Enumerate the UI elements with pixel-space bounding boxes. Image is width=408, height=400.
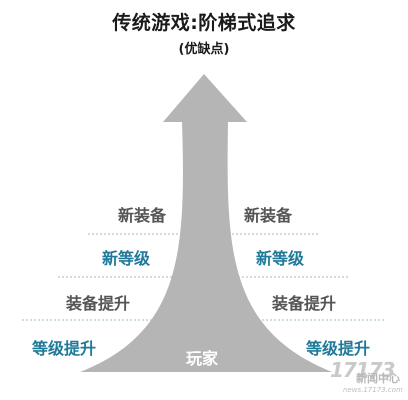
diagram-subtitle: (优缺点)	[178, 42, 230, 57]
right-tier-new-equipment: 新装备	[244, 206, 293, 225]
right-tier-level-upgrade: 等级提升	[306, 339, 371, 358]
watermark-text: 新闻中心	[356, 372, 400, 385]
left-tier-equipment-upgrade: 装备提升	[66, 294, 131, 313]
watermark-logo: 17173	[330, 358, 396, 382]
upward-arrow	[80, 74, 332, 372]
left-tier-new-equipment: 新装备	[118, 206, 167, 225]
left-tier-level-upgrade: 等级提升	[32, 339, 97, 358]
player-label: 玩家	[186, 349, 219, 368]
watermark-url: news.17173.com	[343, 386, 403, 394]
right-tier-equipment-upgrade: 装备提升	[272, 294, 337, 313]
right-tier-new-level: 新等级	[256, 249, 305, 268]
diagram-title: 传统游戏:阶梯式追求	[112, 12, 296, 34]
left-tier-new-level: 新等级	[102, 249, 151, 268]
